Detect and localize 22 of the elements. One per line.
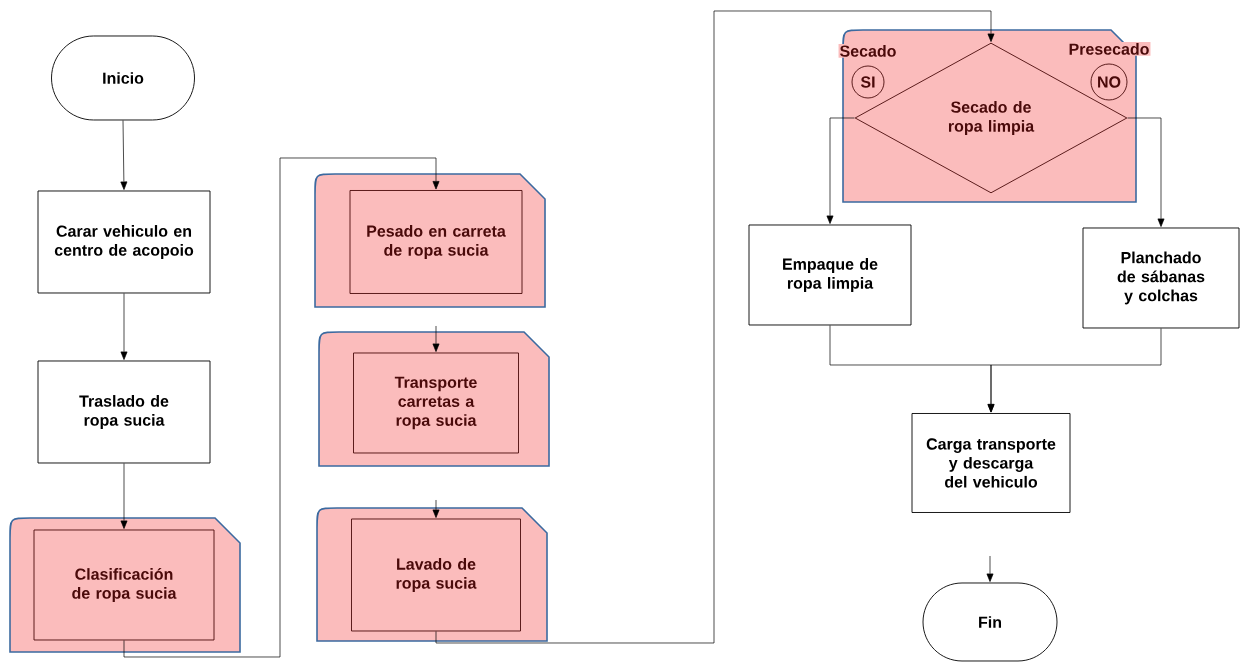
process-box: Empaque de ropa limpia <box>748 224 912 326</box>
beside-label: Presecado <box>1067 42 1151 56</box>
arrow <box>987 328 1162 413</box>
arrow <box>435 10 995 644</box>
arrow <box>432 325 440 352</box>
arrow <box>826 117 855 224</box>
beside-label: Secado <box>838 44 898 58</box>
process-box: Lavado de ropa sucia <box>351 518 521 632</box>
process-box: Pesado en carreta de ropa sucia <box>349 190 523 294</box>
process-box: Transporte carretas a ropa sucia <box>353 352 519 454</box>
arrow <box>1127 117 1165 227</box>
arrow <box>120 120 128 190</box>
process-box: Planchado de sábanas y colchas <box>1082 227 1240 329</box>
process-box: Carar vehiculo en centro de acopoio <box>37 190 211 294</box>
arrow <box>123 157 440 658</box>
arrow <box>432 499 440 518</box>
process-box: Traslado de ropa sucia <box>37 360 211 464</box>
arrow <box>120 293 128 360</box>
arrow <box>120 463 128 529</box>
process-box: Clasificación de ropa sucia <box>33 529 215 641</box>
arrow <box>986 555 994 582</box>
process-box: Carga transporte y descarga del vehiculo <box>911 413 1071 513</box>
